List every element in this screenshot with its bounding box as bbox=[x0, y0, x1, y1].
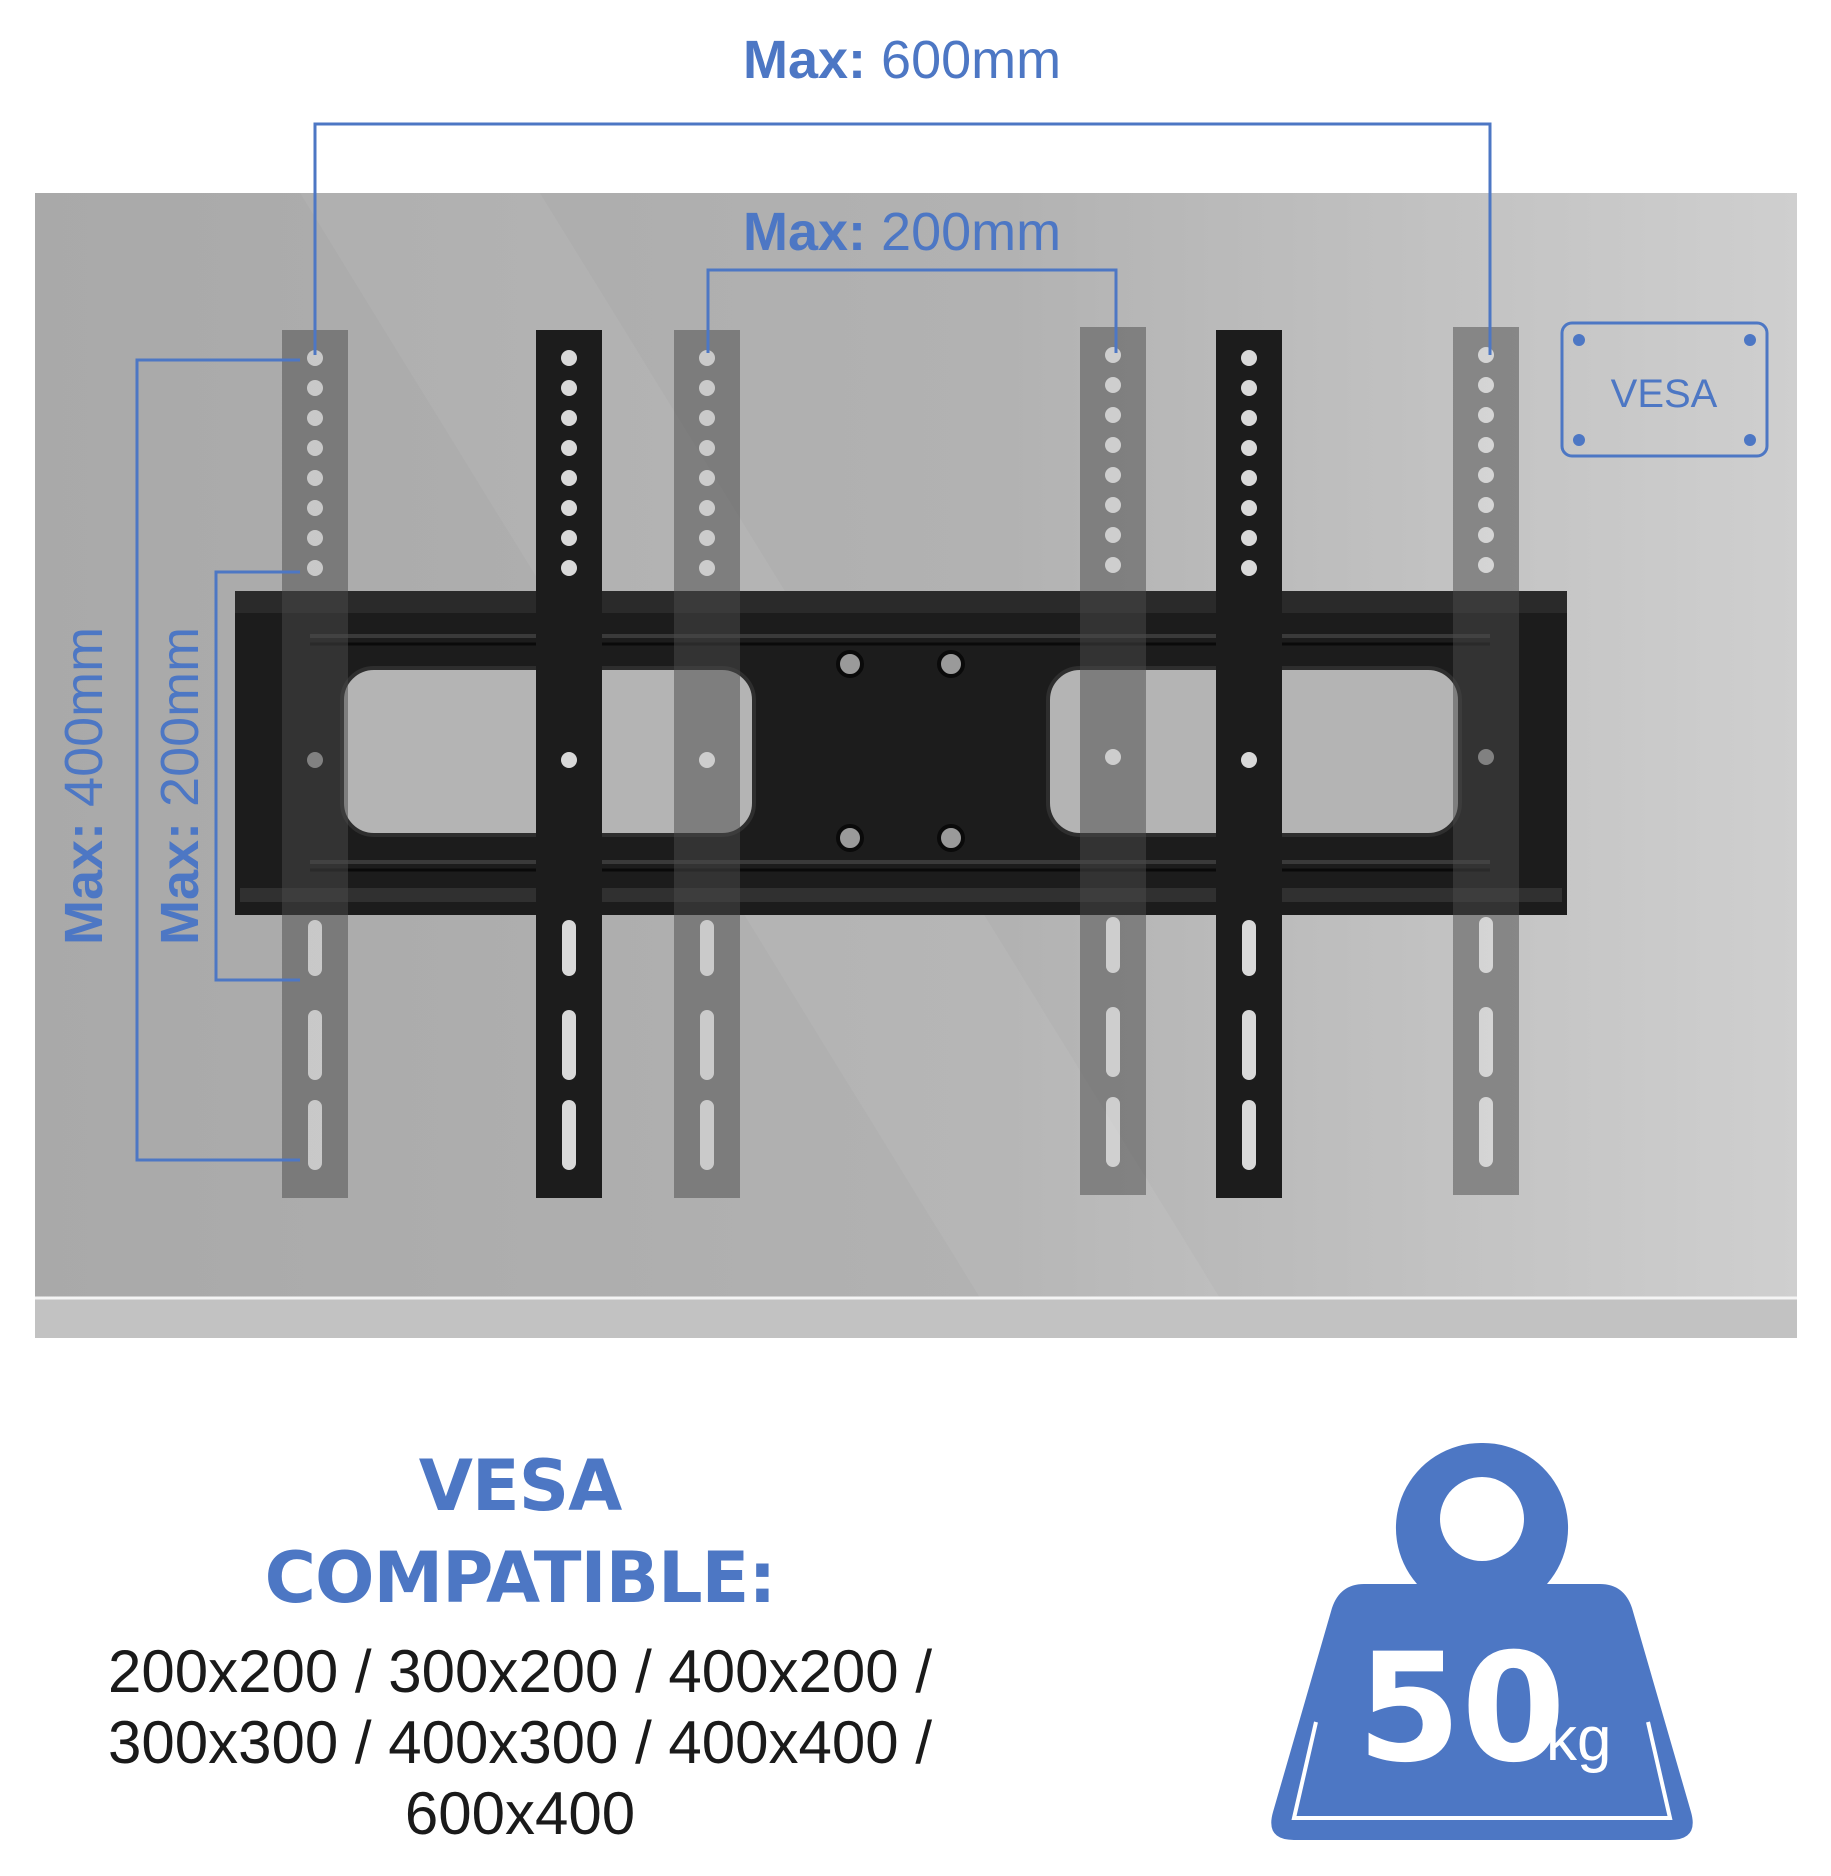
dimension-line-400 bbox=[135, 358, 300, 1162]
weight-unit: kg bbox=[1546, 1705, 1611, 1774]
vesa-badge-label: VESA bbox=[1611, 372, 1718, 416]
compatibility-sizes-line2: 300x300 / 400x300 / 400x400 / bbox=[107, 1709, 932, 1776]
dimension-line-200-vertical bbox=[214, 570, 300, 982]
arm-ghost-2 bbox=[674, 330, 740, 1198]
dimension-label-left-outer: Max: 400mm bbox=[54, 627, 114, 945]
dimension-label-left-inner: Max: 200mm bbox=[150, 627, 210, 945]
compatibility-heading-line2: COMPATIBLE: bbox=[264, 1537, 777, 1619]
dimension-lines bbox=[135, 122, 1492, 1162]
compatibility-sizes-line1: 200x200 / 300x200 / 400x200 / bbox=[107, 1638, 932, 1705]
dimension-label-top-outer: Max: 600mm bbox=[743, 30, 1061, 90]
vesa-compatibility: VESA COMPATIBLE: 200x200 / 300x200 / 400… bbox=[40, 1440, 1000, 1849]
arm-right bbox=[1216, 330, 1282, 1198]
wall-plate bbox=[235, 591, 1567, 915]
compatibility-heading-line1: VESA bbox=[418, 1445, 623, 1527]
dimension-line-200-horizontal bbox=[706, 268, 1118, 353]
vertical-arms bbox=[282, 327, 1519, 1198]
weight-icon: 50 kg bbox=[1271, 1442, 1693, 1840]
dimension-line-600 bbox=[313, 122, 1492, 355]
dimension-label-top-inner: Max: 200mm bbox=[743, 202, 1061, 262]
arm-ghost-3 bbox=[1080, 327, 1146, 1195]
arm-ghost-1 bbox=[282, 330, 348, 1198]
weight-value: 50 bbox=[1357, 1622, 1566, 1796]
arm-ghost-4 bbox=[1453, 327, 1519, 1195]
compatibility-sizes-line3: 600x400 bbox=[404, 1780, 636, 1847]
vesa-pattern-icon: VESA bbox=[1560, 321, 1769, 458]
arm-left bbox=[536, 330, 602, 1198]
